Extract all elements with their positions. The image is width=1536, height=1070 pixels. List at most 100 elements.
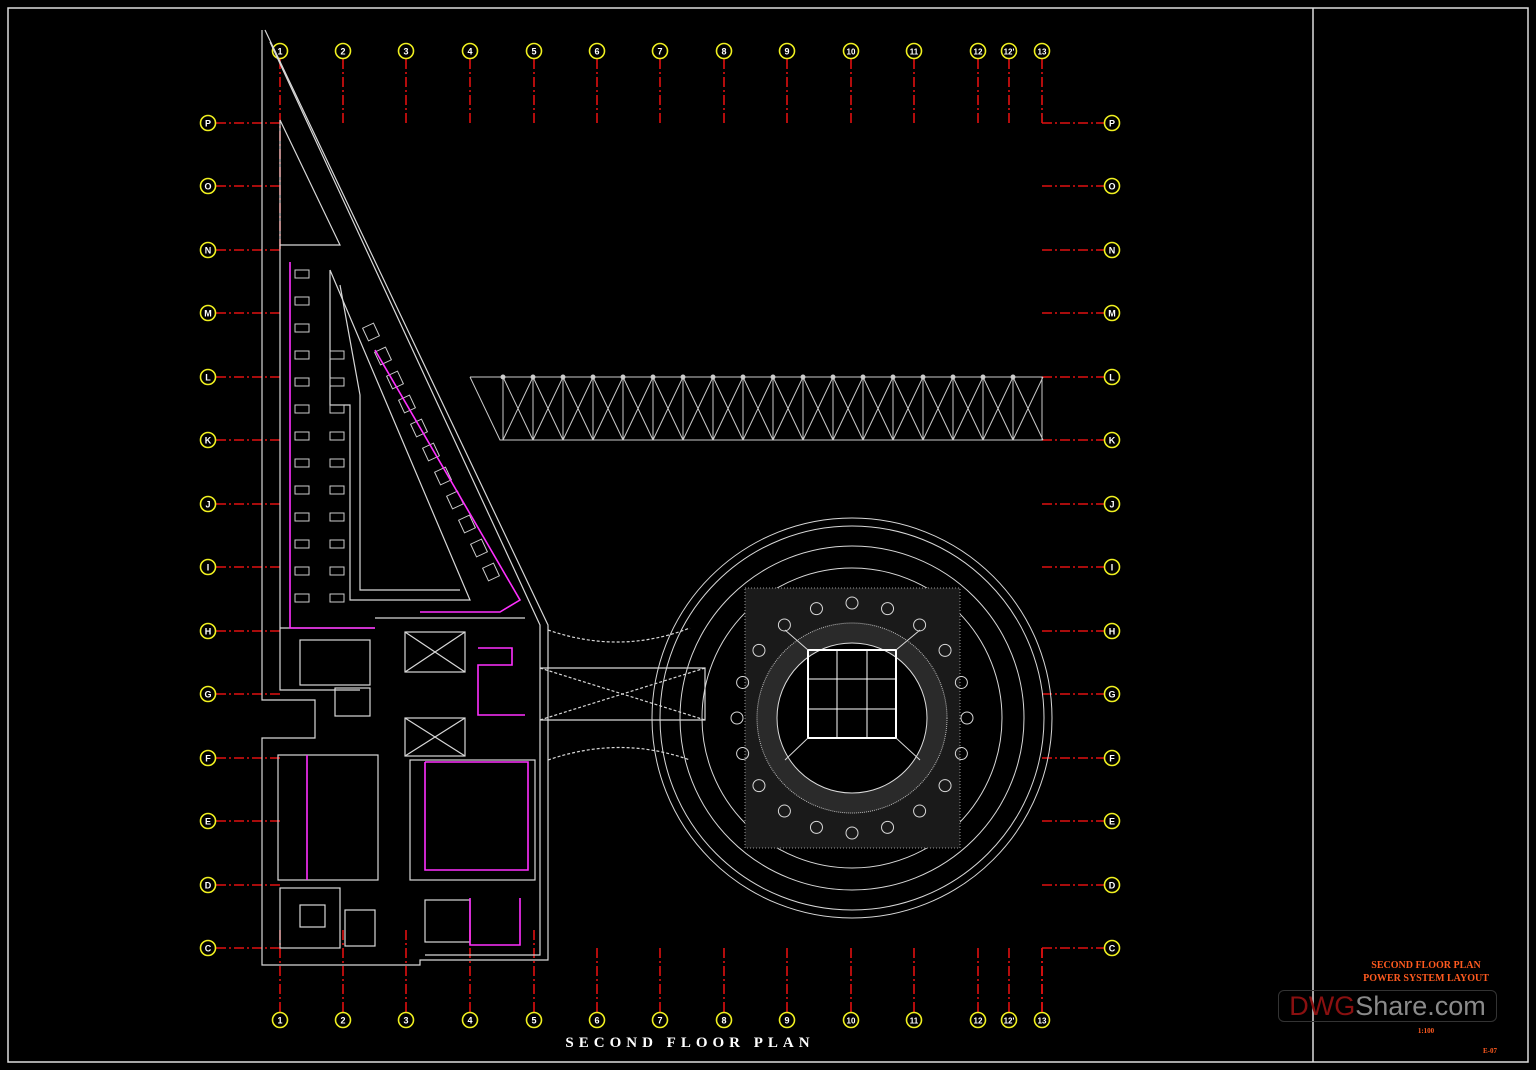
workstation	[373, 346, 393, 366]
grid-col-top-11-bubble	[905, 42, 923, 60]
round-table	[954, 747, 968, 761]
grid-row-right-H-bubble	[1103, 622, 1121, 640]
grid-col-bottom-4-label: 4	[467, 1016, 472, 1026]
grid-col-top-2-bubble	[334, 42, 352, 60]
grid-row-right-E-bubble	[1103, 812, 1121, 830]
grid-col-top-12'-bubble	[1000, 42, 1018, 60]
grid-row-left-D-label: D	[205, 881, 212, 891]
grid-row-left-N-label: N	[205, 246, 212, 256]
grid-row-right-K-bubble	[1103, 431, 1121, 449]
title-block-line1: SECOND FLOOR PLAN	[1371, 960, 1481, 971]
grid-col-bottom-10-label: 10	[847, 1017, 856, 1026]
round-table	[777, 618, 791, 632]
round-table	[913, 804, 927, 818]
grid-col-bottom-7-bubble	[651, 1011, 669, 1029]
grid-row-left-D-bubble	[199, 876, 217, 894]
grid-col-top-6-label: 6	[594, 47, 599, 57]
grid-row-right-G-label: G	[1108, 690, 1115, 700]
grid-row-right-E-label: E	[1109, 817, 1115, 827]
truss-node	[920, 374, 926, 380]
desk	[294, 296, 310, 306]
grid-row-right-F-label: F	[1109, 754, 1115, 764]
grid-col-top-7-bubble	[651, 42, 669, 60]
truss-brace	[922, 376, 954, 441]
grid-col-bottom-9-label: 9	[784, 1016, 789, 1026]
round-table	[730, 711, 744, 725]
round-table	[752, 643, 766, 657]
grid-row-left-E-label: E	[205, 817, 211, 827]
grid-row-left-G-bubble	[199, 685, 217, 703]
grid-row-left-P-bubble	[199, 114, 217, 132]
truss-brace	[1012, 376, 1044, 441]
circular-hall	[651, 517, 1053, 919]
truss-brace	[982, 376, 1014, 441]
grid-row-right-G-bubble	[1103, 685, 1121, 703]
sheet-number: E-07	[1483, 1047, 1497, 1055]
truss-brace	[712, 376, 744, 441]
grid-row-left-F-label: F	[205, 754, 211, 764]
building-outline	[261, 29, 706, 966]
grid-row-left-O-label: O	[204, 182, 211, 192]
truss-node	[680, 374, 686, 380]
grid-col-top-3-label: 3	[403, 47, 408, 57]
grid-row-right-M-label: M	[1108, 309, 1116, 319]
round-table	[960, 711, 974, 725]
desk	[329, 431, 345, 441]
workstation	[385, 370, 405, 390]
grid-col-bottom-5-label: 5	[531, 1016, 536, 1026]
truss-node	[650, 374, 656, 380]
truss-brace	[562, 376, 594, 441]
desk	[329, 485, 345, 495]
grid-col-top-12-bubble	[969, 42, 987, 60]
grid-row-left-O-bubble	[199, 177, 217, 195]
round-table	[752, 779, 766, 793]
grid-row-left-K-bubble	[199, 431, 217, 449]
truss-node	[890, 374, 896, 380]
grid-axes: 11223344556677889910101111121212'12'1313…	[199, 42, 1121, 1029]
grid-row-right-L-label: L	[1109, 373, 1115, 383]
grid-col-top-9-bubble	[778, 42, 796, 60]
truss-node	[1010, 374, 1016, 380]
grid-row-left-C-bubble	[199, 939, 217, 957]
desk	[294, 404, 310, 414]
grid-col-bottom-8-label: 8	[721, 1016, 726, 1026]
grid-col-bottom-12'-label: 12'	[1004, 1017, 1015, 1026]
grid-row-right-I-bubble	[1103, 558, 1121, 576]
grid-row-left-L-bubble	[199, 368, 217, 386]
truss-brace	[532, 376, 564, 441]
workstation	[361, 322, 381, 342]
round-table	[881, 602, 895, 616]
round-table	[809, 820, 823, 834]
truss-brace	[682, 376, 714, 441]
grid-row-right-J-label: J	[1109, 500, 1114, 510]
workstation	[421, 442, 441, 462]
desk	[294, 539, 310, 549]
grid-row-left-L-label: L	[205, 373, 211, 383]
desk	[329, 566, 345, 576]
desk	[294, 431, 310, 441]
grid-col-top-4-bubble	[461, 42, 479, 60]
grid-row-left-H-label: H	[205, 627, 212, 637]
truss-node	[860, 374, 866, 380]
grid-col-top-10-bubble	[842, 42, 860, 60]
truss-node	[950, 374, 956, 380]
grid-col-top-8-label: 8	[721, 47, 726, 57]
truss-brace	[832, 376, 864, 441]
round-table	[845, 596, 859, 610]
title-block-line2: POWER SYSTEM LAYOUT	[1363, 973, 1489, 984]
grid-col-top-11-label: 11	[910, 48, 919, 57]
grid-row-left-I-label: I	[207, 563, 210, 573]
skybridge-truss	[469, 374, 1044, 441]
truss-brace	[742, 376, 774, 441]
grid-row-right-P-bubble	[1103, 114, 1121, 132]
grid-col-bottom-12'-bubble	[1000, 1011, 1018, 1029]
grid-col-bottom-1-bubble	[271, 1011, 289, 1029]
grid-col-bottom-9-bubble	[778, 1011, 796, 1029]
grid-row-right-D-bubble	[1103, 876, 1121, 894]
grid-col-top-13-label: 13	[1038, 48, 1047, 57]
grid-row-left-M-label: M	[204, 309, 212, 319]
workstation	[445, 490, 465, 510]
grid-col-bottom-4-bubble	[461, 1011, 479, 1029]
grid-col-top-12-label: 12	[974, 48, 983, 57]
grid-col-bottom-12-bubble	[969, 1011, 987, 1029]
